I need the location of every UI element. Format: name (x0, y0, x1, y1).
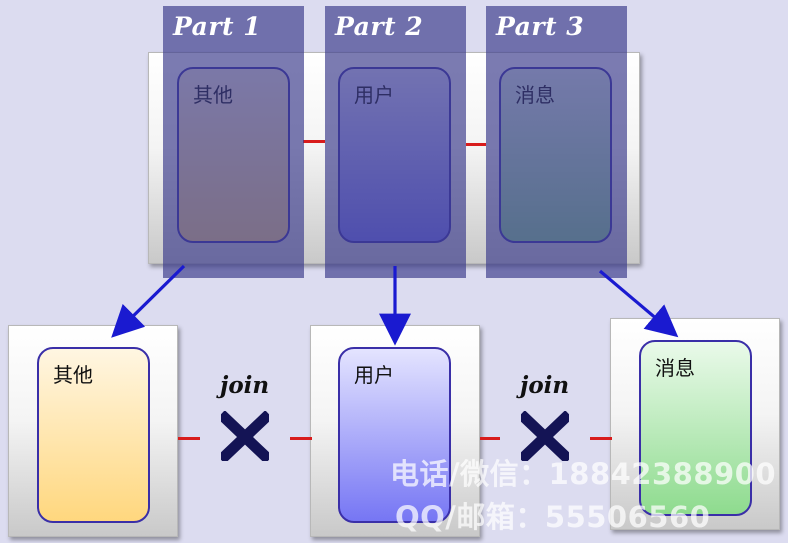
bottom-connector-2b (590, 437, 612, 440)
cross-icon (221, 411, 269, 461)
part-band-2 (325, 6, 466, 278)
top-connector-2-3 (466, 143, 486, 146)
bottom-connector-1a (178, 437, 200, 440)
bottom-connector-1b (290, 437, 312, 440)
bottom-connector-2a (480, 437, 500, 440)
part-band-1 (163, 6, 304, 278)
cross-icon (521, 411, 569, 461)
part-3-label: Part 3 (496, 12, 585, 41)
bottom-card-user-label: 用户 (354, 363, 394, 387)
bottom-card-user: 用户 (338, 347, 451, 523)
part-2-label: Part 2 (335, 12, 424, 41)
top-connector-1-2 (303, 140, 325, 143)
bottom-card-other: 其他 (37, 347, 150, 523)
bottom-card-other-label: 其他 (53, 363, 93, 387)
join-label-1: join (220, 372, 270, 399)
join-label-2: join (520, 372, 570, 399)
watermark-phone: 电话/微信：18842388900 (390, 457, 777, 491)
watermark-qq: QQ/邮箱：55506560 (395, 500, 711, 534)
part-band-3 (486, 6, 627, 278)
part-1-label: Part 1 (173, 12, 262, 41)
bottom-card-message-label: 消息 (655, 356, 695, 380)
bottom-card-message: 消息 (639, 340, 752, 516)
